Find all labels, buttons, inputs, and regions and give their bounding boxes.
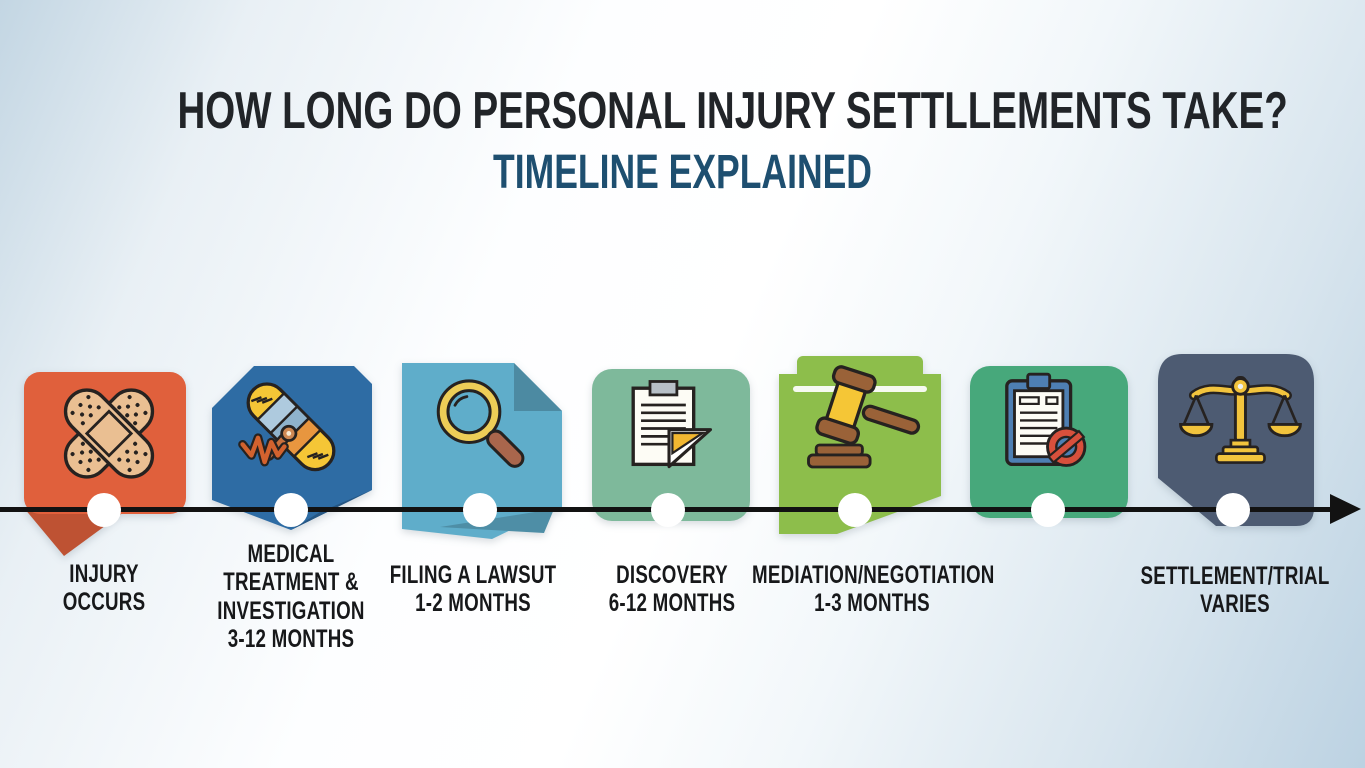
timeline-dot xyxy=(1031,493,1065,527)
stage-box-clipboard-stage xyxy=(970,366,1128,518)
stage-label-line: DISCOVERY xyxy=(616,561,728,589)
clipboard-denied-icon xyxy=(1005,372,1087,467)
stage-box-medical-treatment-investigation xyxy=(212,366,372,530)
stage-label-line: SETTLEMENT/TRIAL xyxy=(1140,562,1330,590)
scales-of-justice-icon xyxy=(1179,375,1302,464)
stage-label-line: VARIES xyxy=(1200,590,1270,619)
stage-label-line: 1-2 MONTHS xyxy=(415,589,531,618)
header: HOW LONG DO PERSONAL INJURY SETTLLEMENTS… xyxy=(0,84,1365,198)
stage-box-settlement-trial xyxy=(1158,354,1314,526)
page-title: HOW LONG DO PERSONAL INJURY SETTLLEMENTS… xyxy=(177,82,1288,140)
timeline-dot xyxy=(463,493,497,527)
document-fold-icon xyxy=(631,380,713,469)
magnifying-glass-icon xyxy=(436,379,525,468)
arrow-right-icon xyxy=(1330,494,1361,524)
medical-device-icon xyxy=(238,382,336,472)
stage-label-line: 1-3 MONTHS xyxy=(814,589,930,618)
timeline-dot xyxy=(1216,493,1250,527)
stage-label-line: INJURY xyxy=(69,560,139,588)
stage-label-line: MEDIATION/NEGOTIATION xyxy=(752,561,995,589)
stage-label-line: MEDICAL xyxy=(247,540,335,568)
page-subtitle: TIMELINE EXPLAINED xyxy=(493,146,872,200)
gavel-icon xyxy=(807,365,921,469)
timeline-dot xyxy=(274,493,308,527)
stage-label-line: 6-12 MONTHS xyxy=(608,589,736,618)
stage-label-line: OCCURS xyxy=(62,588,146,617)
stage-label-line: INVESTIGATION xyxy=(217,596,365,625)
stage-box-mediation-negotiation xyxy=(779,356,941,534)
stage-box-discovery xyxy=(592,369,750,521)
stage-label-line: TREATMENT & xyxy=(223,568,359,597)
timeline-dot xyxy=(87,493,121,527)
timeline-dot xyxy=(838,493,872,527)
stage-label-line: FILING A LAWSUT xyxy=(389,561,557,589)
stage-label-line: 3-12 MONTHS xyxy=(227,624,355,653)
bandage-icon xyxy=(63,388,155,479)
stage-box-injury-occurs xyxy=(24,372,186,556)
timeline-dot xyxy=(651,493,685,527)
